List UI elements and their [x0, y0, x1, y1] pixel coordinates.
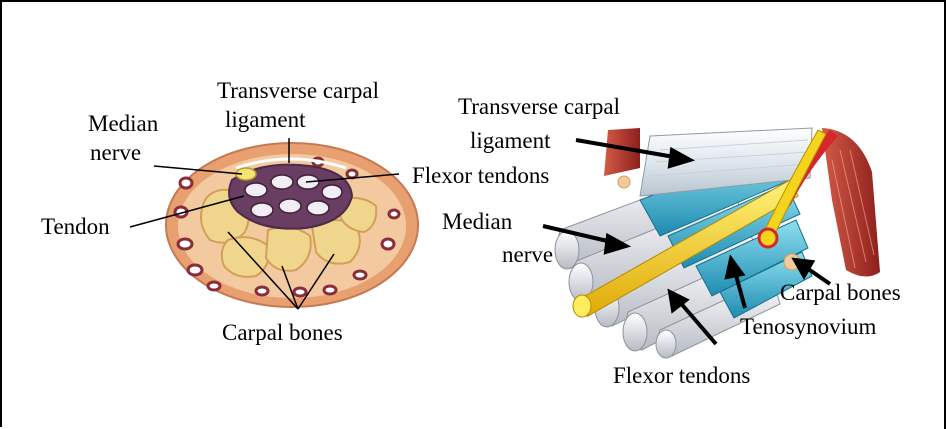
right-transverse-carpal-label-1: Transverse carpal [458, 94, 620, 119]
carpal-tunnel-3d: Transverse carpal ligament Median nerve … [442, 94, 901, 388]
left-median-label-1: Median [88, 111, 159, 136]
right-transverse-carpal-label-2: ligament [470, 128, 551, 153]
left-tendon-label: Tendon [41, 214, 110, 239]
left-transverse-carpal-label-2: ligament [225, 107, 306, 132]
right-carpal-bones-label: Carpal bones [780, 280, 901, 305]
left-carpal-bones-label: Carpal bones [222, 320, 343, 345]
left-transverse-carpal-label-1: Transverse carpal [217, 78, 379, 103]
right-flexor-tendons-label: Flexor tendons [613, 363, 750, 388]
right-tenosynovium-label: Tenosynovium [740, 314, 876, 339]
left-flexor-tendons-label: Flexor tendons [412, 163, 549, 188]
right-median-label-1: Median [442, 209, 513, 234]
left-median-label-2: nerve [90, 140, 141, 165]
right-median-label-2: nerve [502, 242, 553, 267]
muscle-right [822, 128, 880, 277]
